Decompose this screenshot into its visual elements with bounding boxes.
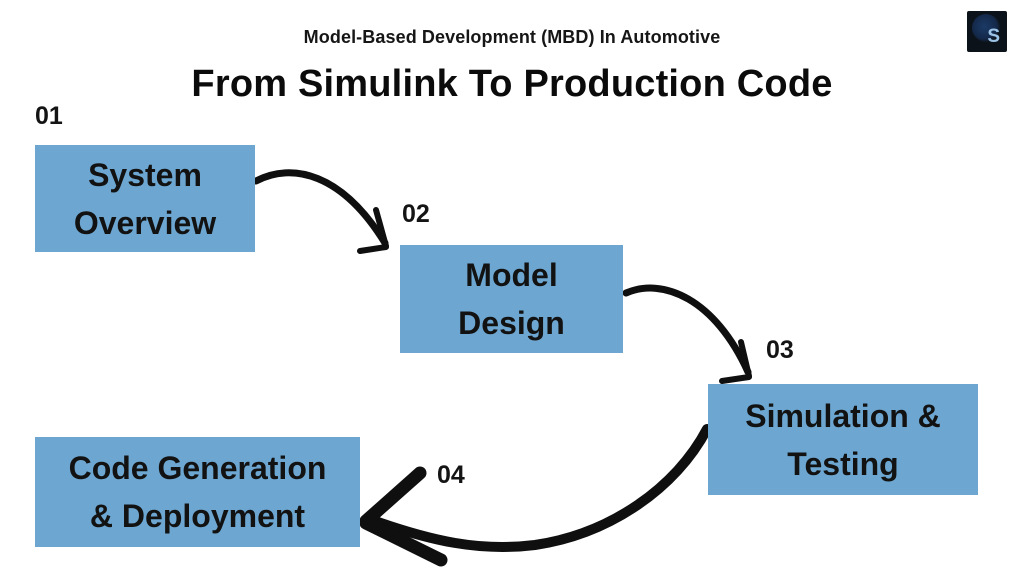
- brand-logo: S: [967, 11, 1007, 52]
- step-box-line: Design: [458, 305, 565, 341]
- step-box-model-design: Model Design: [400, 245, 623, 353]
- step-box-line: Model: [465, 257, 558, 293]
- step-box-simulation-testing: Simulation & Testing: [708, 384, 978, 495]
- logo-swirl-icon: [972, 14, 1000, 42]
- step-number-3: 03: [766, 336, 794, 364]
- step-box-system-overview: System Overview: [35, 145, 255, 252]
- page-title: From Simulink To Production Code: [191, 63, 833, 105]
- step-box-line: System: [88, 156, 202, 193]
- step-number-4: 04: [437, 461, 465, 489]
- step-box-line: Overview: [73, 204, 217, 241]
- arrow-step1-to-step2-icon: [252, 169, 389, 254]
- step-number-1: 01: [35, 102, 63, 130]
- step-box-line: Code Generation: [68, 450, 327, 486]
- arrow-step3-to-step4-icon: [359, 424, 712, 567]
- step-box-code-generation-deployment: Code Generation & Deployment: [35, 437, 360, 547]
- step-box-line: Simulation &: [745, 397, 941, 434]
- logo-letter: S: [987, 26, 1000, 47]
- step-number-2: 02: [402, 200, 430, 228]
- step-box-line: & Deployment: [89, 498, 306, 534]
- step-box-line: Testing: [787, 445, 899, 482]
- arrow-step2-to-step3-icon: [622, 284, 752, 384]
- subtitle: Model-Based Development (MBD) In Automot…: [303, 27, 721, 47]
